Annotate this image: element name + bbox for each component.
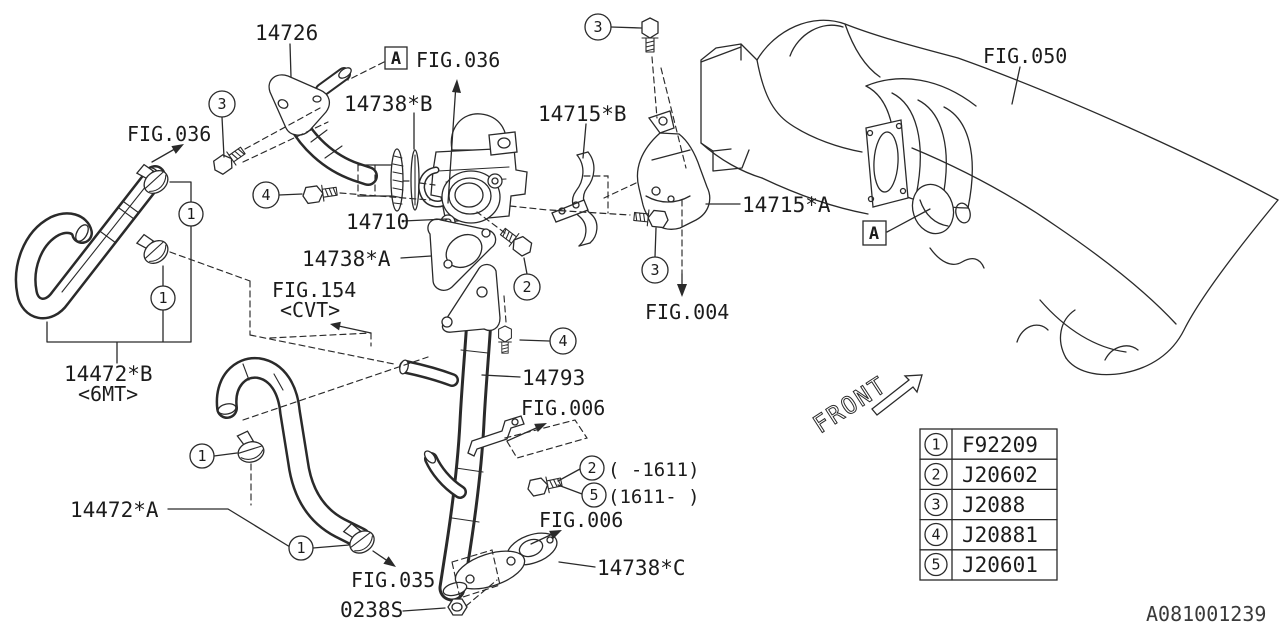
label-fig004: FIG.004 [645,300,729,324]
legend-code-3: J2088 [962,493,1025,517]
bracket-14715b-drawing [551,151,598,247]
callout-3-top: 3 [584,13,612,41]
callout-2-bolt: 2 [579,455,605,481]
callout-2-mid-num: 2 [522,278,531,296]
part-number-labels: 14726 14738*B 14715*B 14710 14738*A 1471… [64,21,831,622]
legend-table: 1 F92209 2 J20602 3 J2088 4 J20881 5 J20601 [919,428,1058,581]
section-a-box-right: A [862,220,887,246]
figure-reference-labels: FIG.036 FIG.036 FIG.050 FIG.004 FIG.154 … [127,44,1067,592]
label-14710: 14710 [346,210,409,234]
callout-4-left-num: 4 [261,186,270,204]
label-fig006-mid: FIG.006 [521,396,605,420]
gasket-14738a-drawing [427,218,497,291]
hose-14472b-drawing [14,165,166,320]
callout-1-d: 1 [288,535,314,561]
legend-code-2: J20602 [962,463,1038,487]
callout-3-left: 3 [208,90,236,118]
legend-num-5: 5 [931,556,940,574]
label-fig006-low: FIG.006 [539,508,623,532]
callout-5-bolt-num: 5 [589,486,598,504]
gasket-14738b-drawing [410,149,420,211]
callout-1-a: 1 [178,201,204,227]
front-arrow-icon [871,374,923,416]
section-a-top-letter: A [391,49,401,69]
legend-code-5: J20601 [962,553,1038,577]
legend-code-1: F92209 [962,433,1038,457]
label-14715a: 14715*A [742,193,831,217]
label-fig050: FIG.050 [983,44,1067,68]
hose-14472a-drawing [215,356,371,549]
label-14738a: 14738*A [302,247,391,271]
callout-3-right: 3 [641,256,669,284]
section-a-right-letter: A [869,224,879,244]
legend-code-4: J20881 [962,523,1038,547]
label-bolt5-range: (1611- ) [608,486,700,508]
pipe-lower-flange-drawing [442,550,526,597]
callout-3-right-num: 3 [650,261,659,279]
legend-num-2: 2 [931,466,940,484]
legend-row: 2 J20602 [924,462,1038,487]
intake-manifold-drawing [700,19,1279,376]
callout-4-left: 4 [252,181,280,209]
callout-1-b: 1 [150,285,176,311]
section-a-box-top: A [384,46,408,70]
egr-pipe-14726-drawing [268,67,404,212]
callout-2-bolt-num: 2 [587,459,596,477]
legend-num-3: 3 [931,496,940,514]
callout-2-mid: 2 [513,273,541,301]
callout-1-a-num: 1 [186,205,195,223]
callout-1-c-num: 1 [197,447,206,465]
label-14726: 14726 [255,21,318,45]
legend-row: 4 J20881 [924,522,1038,547]
legend-num-1: 1 [931,436,940,454]
callout-3-top-num: 3 [593,18,602,36]
label-14738b: 14738*B [344,92,433,116]
label-fig036-left: FIG.036 [127,122,211,146]
label-0238s: 0238S [340,598,403,622]
leader-lines [46,26,1021,612]
callout-markers: 3 4 3 2 4 3 1 1 1 1 2 5 A A [150,13,887,561]
pipe-upper-flange-drawing [441,263,501,333]
label-bolt2-range: ( -1611) [608,459,700,481]
callout-1-d-num: 1 [296,539,305,557]
bracket-fig006-drawing [467,415,525,457]
callout-1-b-num: 1 [158,289,167,307]
label-fig036-top: FIG.036 [416,48,500,72]
hidden-lines [169,56,687,607]
label-14472a: 14472*A [70,498,159,522]
egr-pipe-14793-drawing [399,288,494,602]
drawing-number: A081001239 [1146,602,1266,626]
label-14472b: 14472*B [64,362,153,386]
label-fig035: FIG.035 [351,568,435,592]
label-14738c: 14738*C [597,556,686,580]
callout-5-bolt: 5 [581,482,607,508]
legend-row: 5 J20601 [924,552,1038,577]
bracket-14715a-drawing [636,110,711,230]
callout-1-c: 1 [189,443,215,469]
callout-3-left-num: 3 [217,95,226,113]
label-14793: 14793 [522,366,585,390]
legend-num-4: 4 [931,526,940,544]
callout-4-mid-num: 4 [558,332,567,350]
egr-valve-14710-drawing [418,113,528,230]
label-fig154: FIG.154 [272,278,356,302]
legend-row: 1 F92209 [924,432,1038,457]
callout-4-mid: 4 [549,327,577,355]
label-fig154-note: <CVT> [280,298,340,322]
front-indicator: FRONT [808,370,923,440]
legend-row: 3 J2088 [924,492,1025,517]
label-14715b: 14715*B [538,102,627,126]
label-14472b-note: <6MT> [78,382,138,406]
nut-0238s-drawing [447,598,468,616]
